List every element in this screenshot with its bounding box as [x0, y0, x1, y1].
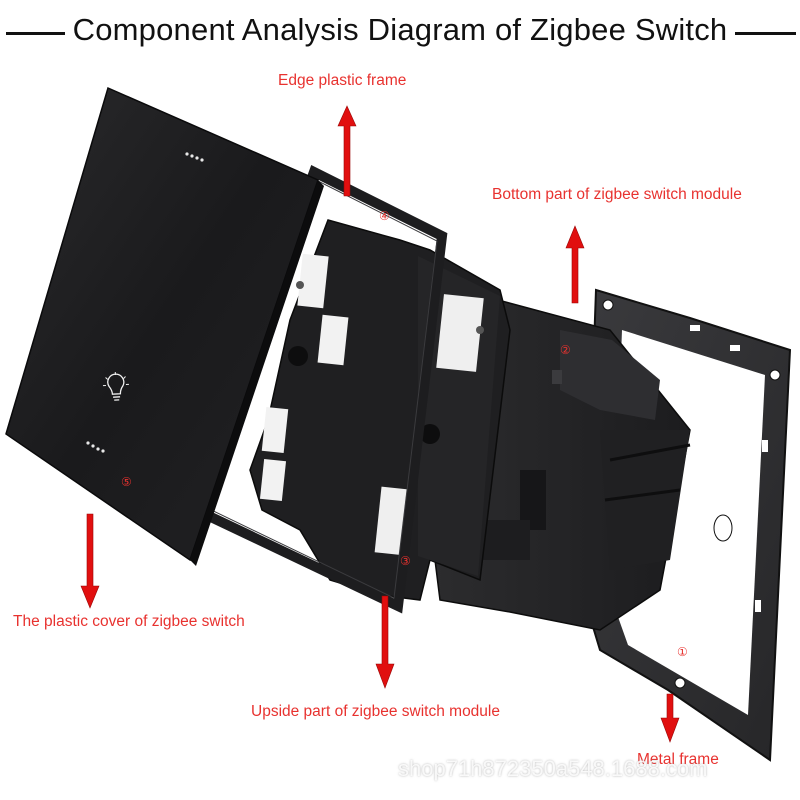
arrow-down-icon: [660, 693, 680, 743]
label-upside-module: Upside part of zigbee switch module: [251, 703, 500, 720]
lightbulb-icon: [102, 371, 129, 401]
marker-1: ①: [677, 645, 688, 659]
page-title: Component Analysis Diagram of Zigbee Swi…: [0, 12, 800, 48]
watermark-text: shop71h872350a548.1688.com: [398, 756, 708, 781]
title-rule-right: [726, 32, 796, 35]
page-title-text: Component Analysis Diagram of Zigbee Swi…: [64, 12, 736, 47]
plastic-cover-panel: [5, 86, 324, 566]
label-plastic-cover: The plastic cover of zigbee switch: [13, 613, 245, 630]
title-bar: Component Analysis Diagram of Zigbee Swi…: [0, 0, 800, 66]
arrow-down-icon: [375, 595, 395, 689]
upside-module: [249, 219, 511, 601]
marker-5: ⑤: [121, 475, 132, 489]
label-metal-frame: Metal frame: [637, 751, 719, 768]
indicator-dots-bottom: [86, 441, 105, 453]
arrow-down-icon: [80, 513, 100, 609]
label-edge-plastic-frame: Edge plastic frame: [278, 72, 407, 89]
marker-3: ③: [400, 554, 411, 568]
label-bottom-module: Bottom part of zigbee switch module: [492, 186, 742, 203]
marker-2: ②: [560, 343, 571, 357]
arrow-up-icon: [565, 225, 585, 304]
marker-4: ④: [379, 209, 390, 223]
indicator-dots-top: [185, 152, 204, 162]
title-rule-left: [6, 32, 74, 35]
arrow-up-icon: [337, 105, 357, 197]
